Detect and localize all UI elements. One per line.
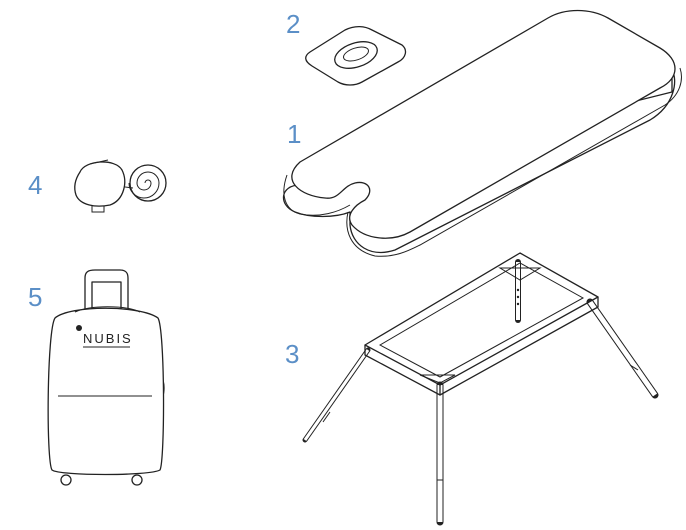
mattress-part xyxy=(282,9,682,257)
bag-logo: NUBIS xyxy=(83,331,133,346)
label-pump: 4 xyxy=(28,170,43,200)
pillow-part xyxy=(305,25,407,86)
label-pillow: 2 xyxy=(286,9,301,39)
pump-part xyxy=(74,159,167,213)
label-bag: 5 xyxy=(28,282,43,312)
label-mattress: 1 xyxy=(287,119,302,149)
bag-part: NUBIS xyxy=(47,269,165,486)
table-frame-part xyxy=(302,252,659,526)
label-table-frame: 3 xyxy=(285,339,300,369)
